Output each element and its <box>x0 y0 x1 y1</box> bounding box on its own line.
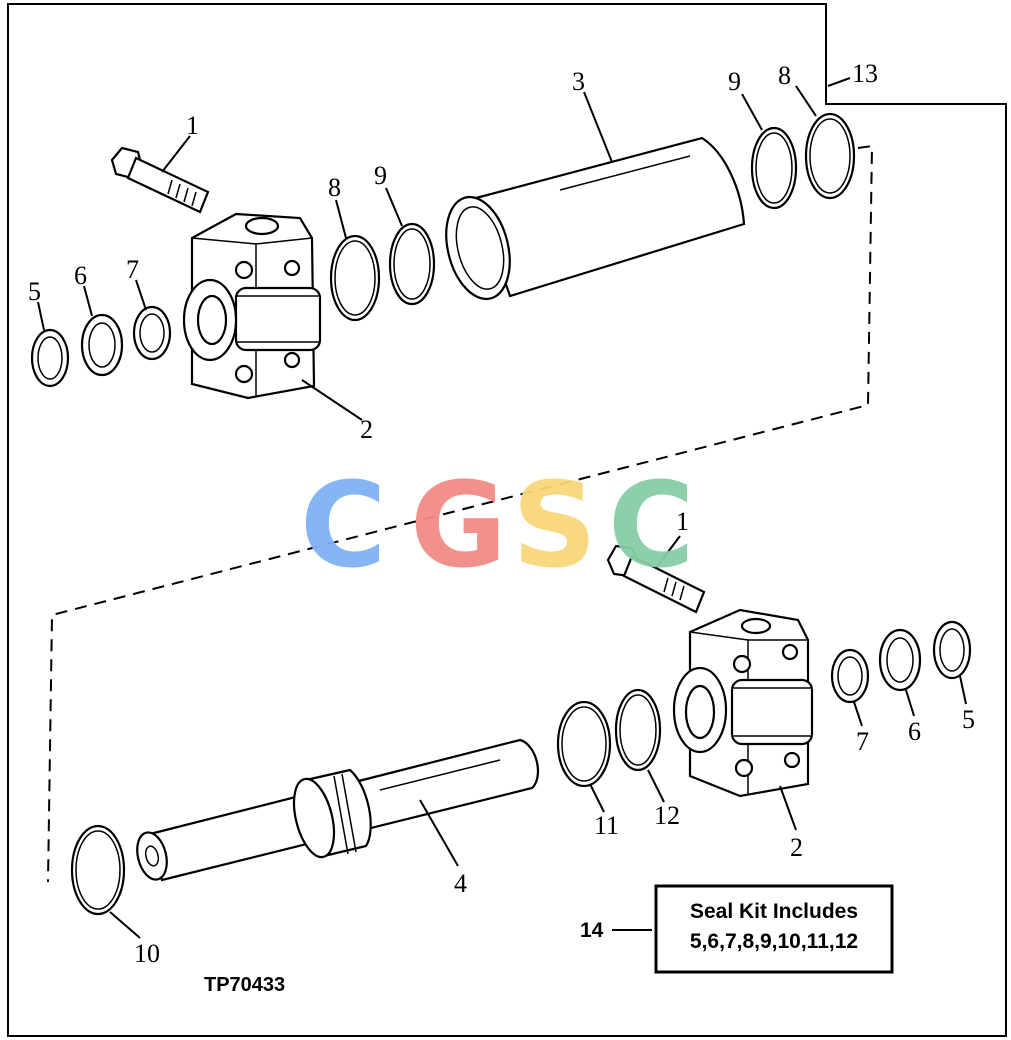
rod-seal-bottom <box>878 628 922 692</box>
seal-ring-10 <box>70 824 126 916</box>
watermark-logo: C G S C <box>300 456 695 594</box>
callout-1-top: 1 <box>186 111 199 140</box>
callout-14: 14 <box>580 919 604 942</box>
o-ring-8-right <box>804 112 856 200</box>
backup-ring-9-right <box>750 126 798 210</box>
piston-ring-12 <box>614 688 662 772</box>
assembly-dashed-line <box>47 144 874 883</box>
callout-1-bottom: 1 <box>676 507 689 536</box>
callout-12: 12 <box>654 801 680 830</box>
bolt-top <box>110 146 210 214</box>
callout-11: 11 <box>594 811 619 840</box>
o-ring-8-top <box>329 234 381 322</box>
callout-9-a: 9 <box>374 161 387 190</box>
callout-labels: 1 2 3 5 6 7 8 9 9 8 13 1 2 4 5 6 7 10 11… <box>28 59 975 968</box>
figure-id: TP70433 <box>204 974 285 996</box>
callout-9-b: 9 <box>728 67 741 96</box>
callout-7-bottom: 7 <box>856 727 869 756</box>
callout-4: 4 <box>454 869 467 898</box>
watermark-letter-4: C <box>608 456 695 594</box>
callout-6-bottom: 6 <box>908 717 921 746</box>
seal-kit-box: Seal Kit Includes 5,6,7,8,9,10,11,12 <box>654 884 894 974</box>
cylinder-barrel <box>445 136 746 301</box>
callout-2-top: 2 <box>360 415 373 444</box>
callout-5-top: 5 <box>28 277 41 306</box>
piston-rod <box>136 738 540 882</box>
callout-2-bottom: 2 <box>790 833 803 862</box>
callout-8-b: 8 <box>778 61 791 90</box>
outer-frame <box>7 3 1007 1037</box>
cylinder-head-top <box>182 212 322 400</box>
watermark-letter-2: G <box>410 456 507 594</box>
rod-seal-top <box>80 313 124 377</box>
seal-kit-items: 5,6,7,8,9,10,11,12 <box>690 930 858 953</box>
callout-7-top: 7 <box>126 255 139 284</box>
watermark-letter-3: S <box>512 456 597 594</box>
callout-10: 10 <box>134 939 160 968</box>
callout-3: 3 <box>572 67 585 96</box>
piston-seal-11 <box>556 700 612 788</box>
leader-lines <box>37 77 967 939</box>
callout-8-a: 8 <box>328 173 341 202</box>
callout-13: 13 <box>852 59 878 88</box>
cylinder-head-bottom <box>672 608 814 798</box>
bolt-bottom <box>606 544 706 614</box>
callout-5-bottom: 5 <box>962 705 975 734</box>
watermark-letter-1: C <box>300 456 387 594</box>
seal-kit-title: Seal Kit Includes <box>690 900 858 923</box>
backup-ring-9-top <box>388 222 436 306</box>
callout-6-top: 6 <box>74 261 87 290</box>
